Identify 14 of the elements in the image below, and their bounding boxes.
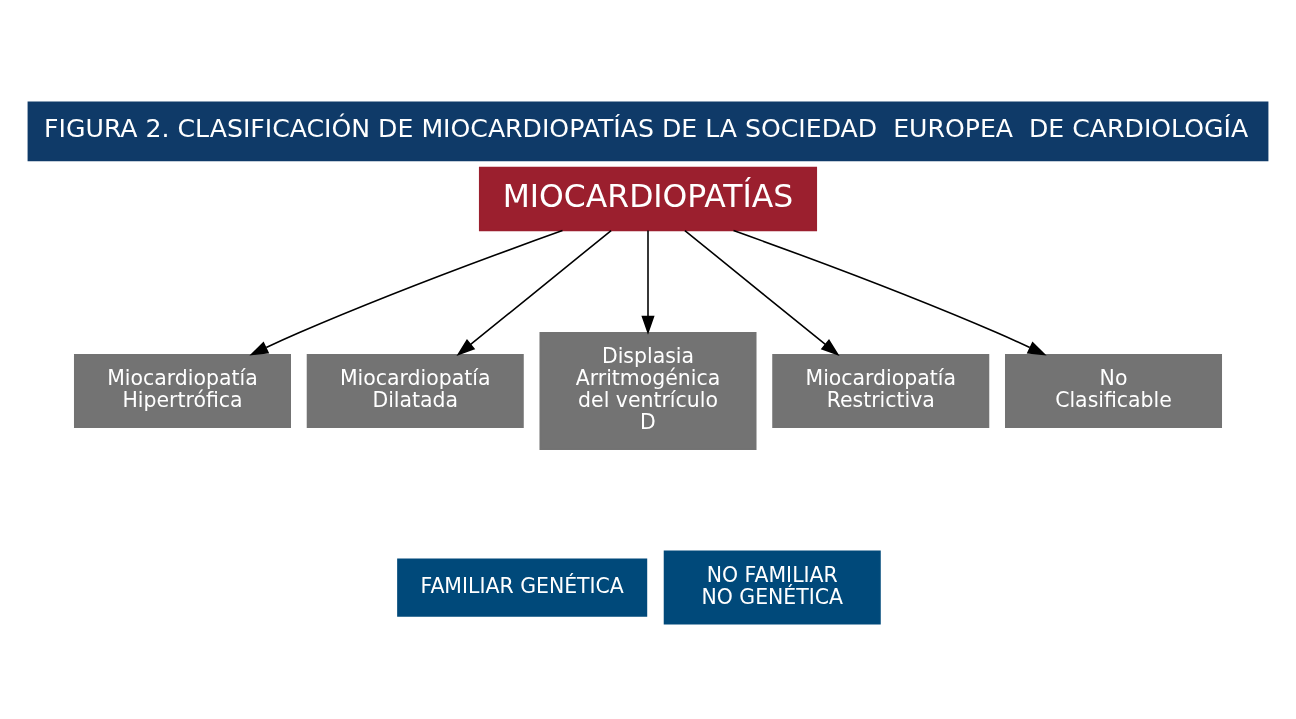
node-box: MIOCARDIOPATÍAS [478,166,818,232]
node-box: Miocardiopatía Hipertrófica [73,354,291,428]
node-box: Displasia Arritmogénica del ventrículo D [539,331,757,450]
node-box: FAMILIAR GENÉTICA [397,558,648,617]
node-box: NO FAMILIAR NO GENÉTICA [663,550,881,625]
arrow [249,229,564,356]
node-box: Miocardiopatía Restrictiva [772,354,990,428]
diagram-title: FIGURA 2. CLASIFICACIÓN DE MIOCARDIOPATÍAS DE LA SOCIEDAD EUROPEA DE CARDIOLOGÍA [44,114,1249,144]
node-box: Miocardiopatía Dilatada [306,354,524,428]
arrow [684,229,840,356]
arrow [456,229,612,356]
node-box: No Clasificable [1005,354,1223,428]
arrow [641,229,655,335]
arrow [732,229,1047,356]
